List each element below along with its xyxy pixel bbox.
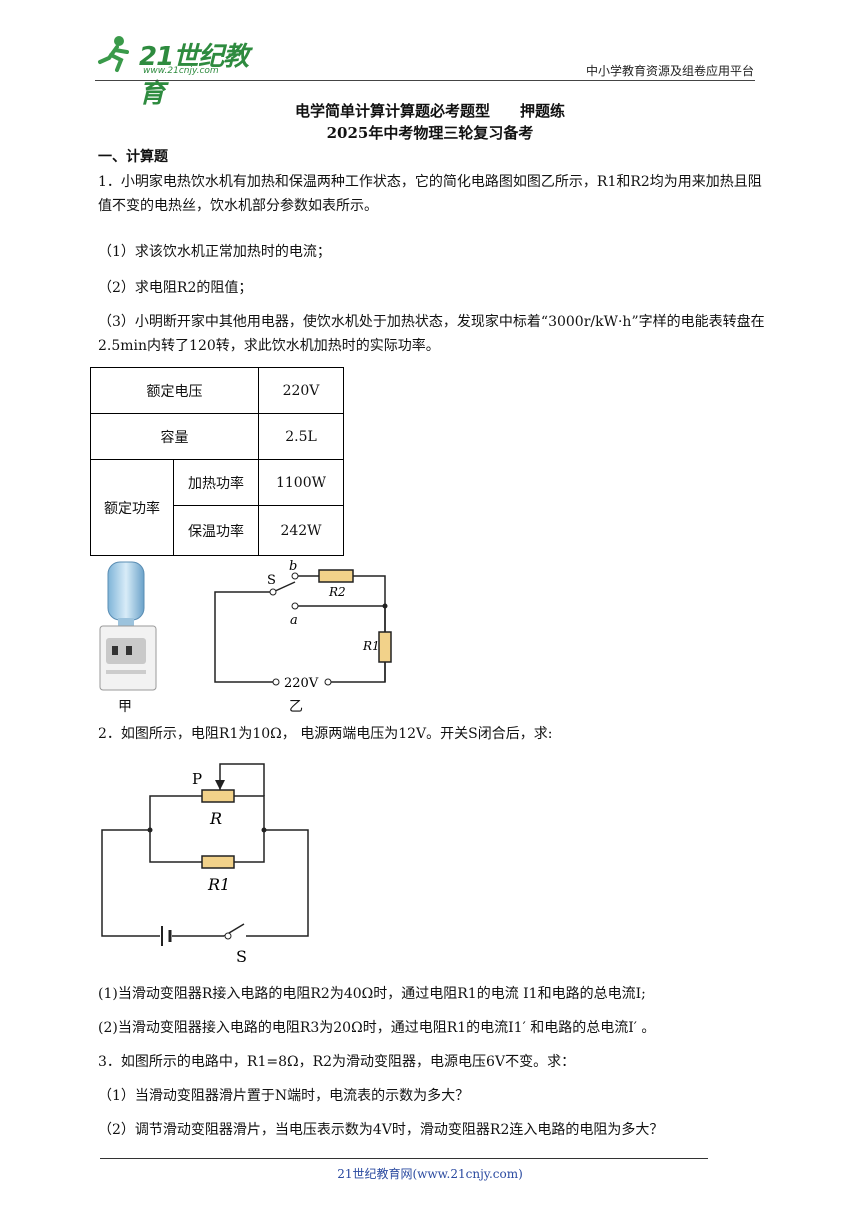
spec-value-voltage: 220V: [258, 367, 344, 414]
circuit1-b-label: b: [289, 559, 297, 574]
spec-label-voltage: 额定电压: [90, 367, 259, 414]
spec-value-keepwarm: 242W: [258, 505, 344, 556]
circuit2-r1-label: R1: [207, 875, 230, 894]
spec-value-heating: 1100W: [258, 459, 344, 506]
figure-label-b: 乙: [289, 699, 303, 715]
spec-label-power: 额定功率: [90, 459, 174, 556]
spec-value-capacity: 2.5L: [258, 413, 344, 460]
circuit1-r2-label: R2: [328, 585, 346, 599]
q2-sub2: (2)当滑动变阻器接入电路的电阻R3为20Ω时，通过电阻R1的电流I1′ 和电路…: [98, 1020, 656, 1036]
spec-label-heating: 加热功率: [173, 459, 259, 506]
circuit1-voltage-label: 220V: [284, 676, 319, 688]
runner-logo-icon: [98, 36, 129, 72]
water-dispenser-image: [99, 561, 157, 691]
header-divider: [95, 80, 755, 81]
q1-sub1: （1）求该饮水机正常加热时的电流；: [98, 244, 331, 260]
footer-text[interactable]: 21世纪教育网(www.21cnjy.com): [337, 1167, 523, 1181]
page-title: 电学简单计算计算题必考题型 押题练: [294, 102, 565, 120]
spec-label-capacity: 容量: [90, 413, 259, 460]
q2-stem: 2．如图所示，电阻R1为10Ω， 电源两端电压为12V。开关S闭合后，求:: [98, 726, 553, 742]
circuit-diagram-1: S b a R2 R1 220V: [214, 559, 392, 688]
section-heading: 一、计算题: [98, 149, 168, 165]
platform-name: 中小学教育资源及组卷应用平台: [585, 64, 754, 78]
logo-text: 21世纪教育: [139, 42, 249, 109]
site-logo: 21世纪教育 www.21cnjy.com: [95, 34, 260, 109]
circuit2-r-label: R: [209, 809, 222, 828]
circuit1-r1-label: R1: [362, 639, 380, 653]
q2-sub1: (1)当滑动变阻器R接入电路的电阻R2为40Ω时，通过电阻R1的电流 I1和电路…: [98, 986, 646, 1002]
spec-label-keepwarm: 保温功率: [173, 505, 259, 556]
circuit2-s-label: S: [236, 947, 247, 966]
q1-sub2: （2）求电阻R2的阻值；: [98, 280, 253, 296]
footer-divider: [100, 1158, 708, 1159]
q1-sub3: （3）小明断开家中其他用电器，使饮水机处于加热状态，发现家中标着“3000r/k…: [98, 314, 765, 354]
figure-label-a: 甲: [118, 699, 132, 715]
logo-url: www.21cnjy.com: [143, 66, 219, 76]
q3-sub2: （2）调节滑动变阻器滑片，当电压表示数为4V时，滑动变阻器R2连入电路的电阻为多…: [98, 1122, 664, 1138]
circuit1-a-label: a: [290, 613, 298, 628]
spec-table: 额定电压 220V 容量 2.5L 额定功率 加热功率 1100W 保温功率 2…: [90, 367, 344, 556]
q1-stem: 1．小明家电热饮水机有加热和保温两种工作状态，它的简化电路图如图乙所示，R1和R…: [98, 174, 762, 214]
q3-sub1: （1）当滑动变阻器滑片置于N端时，电流表的示数为多大？: [98, 1088, 470, 1104]
q3-stem: 3．如图所示的电路中，R1=8Ω，R2为滑动变阻器，电源电压6V不变。求：: [98, 1054, 576, 1070]
circuit1-switch-label: S: [267, 573, 276, 588]
circuit-diagram-2: P R R1 S: [101, 763, 309, 966]
circuit2-p-label: P: [192, 770, 202, 788]
page-subtitle: 2025年中考物理三轮复习备考: [326, 124, 534, 142]
